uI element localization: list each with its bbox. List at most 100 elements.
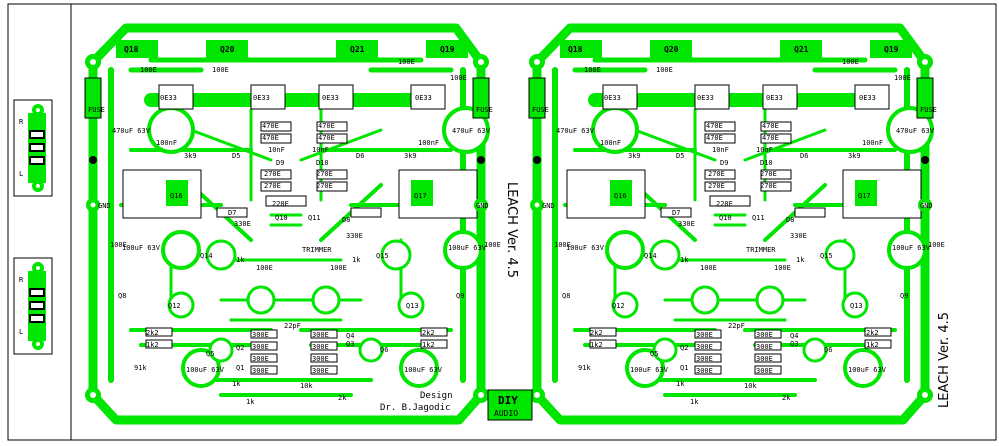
label-d6-r: D6 [800, 152, 808, 160]
label-q2: Q2 [236, 344, 244, 352]
label-470e-3-r: 470E [762, 122, 779, 130]
label-q1: Q1 [236, 364, 244, 372]
label-0e33-b-r: 0E33 [697, 94, 714, 102]
label-cap470-right: 470uF 63V [452, 127, 491, 135]
label-91k: 91k [134, 364, 147, 372]
label-100e-4-r: 100E [928, 241, 945, 249]
label-q8: Q8 [118, 292, 126, 300]
label-10nf-1: 10nF [268, 146, 285, 154]
label-1k2-left-r: 1k2 [590, 341, 603, 349]
label-220e: 220E [272, 200, 289, 208]
label-3k9-right-r: 3k9 [848, 152, 861, 160]
label-100nf-right-r: 100nF [862, 139, 883, 147]
label-top-res-3: 100E [398, 58, 415, 66]
label-330e-2: 330E [346, 232, 363, 240]
label-100nf-right: 100nF [418, 139, 439, 147]
connector-top-label-l: L [19, 170, 23, 178]
label-q14-r: Q14 [644, 252, 657, 260]
label-top-res-1-r: 100E [584, 66, 601, 74]
label-d7-r: D7 [672, 209, 680, 217]
label-fuse-right: FUSE [476, 106, 493, 114]
channel-right [529, 28, 933, 420]
label-q15: Q15 [376, 252, 389, 260]
label-d10-r: D10 [760, 159, 773, 167]
label-10k: 10k [300, 382, 313, 390]
leach-version-text: LEACH Ver. 4.5 [504, 182, 519, 278]
label-2k2-left-r: 2k2 [590, 329, 603, 337]
label-trimmer: TRIMMER [302, 246, 332, 254]
label-cap100u-1: 100uF 63V [122, 244, 161, 252]
label-300e-2-r: 300E [696, 343, 713, 351]
label-q6: Q6 [380, 346, 388, 354]
label-top-res-2-r: 100E [656, 66, 673, 74]
label-top-res-1: 100E [140, 66, 157, 74]
label-100e-2: 100E [330, 264, 347, 272]
label-q9: Q9 [456, 292, 464, 300]
label-270e-1: 270E [264, 170, 281, 178]
label-top-res-2: 100E [212, 66, 229, 74]
design-label: Design [420, 391, 453, 401]
label-300e-7-r: 300E [756, 355, 773, 363]
label-q13-r: Q13 [850, 302, 863, 310]
label-0e33-c-r: 0E33 [766, 94, 783, 102]
label-q10: Q10 [275, 214, 288, 222]
label-q20: Q20 [220, 45, 235, 54]
label-fuse-right-r: FUSE [920, 106, 937, 114]
label-trimmer-r: TRIMMER [746, 246, 776, 254]
label-1k-1: 1k [236, 256, 245, 264]
label-300e-8: 300E [312, 367, 329, 375]
label-q16: Q16 [170, 192, 183, 200]
label-d5: D5 [232, 152, 240, 160]
label-q1-r: Q1 [680, 364, 688, 372]
label-q11-r: Q11 [752, 214, 765, 222]
label-1k2-right: 1k2 [422, 341, 435, 349]
leach-version-text-right: LEACH Ver. 4.5 [937, 312, 952, 408]
label-q3: Q3 [346, 340, 354, 348]
connector-bottom-label-l: L [19, 328, 23, 336]
label-10nf-1-r: 10nF [712, 146, 729, 154]
label-q21: Q21 [350, 45, 365, 54]
label-q11: Q11 [308, 214, 321, 222]
label-0e33-a: 0E33 [160, 94, 177, 102]
label-2k2-right: 2k2 [422, 329, 435, 337]
label-q4-r: Q4 [790, 332, 798, 340]
label-1k-lower-2: 1k [246, 398, 255, 406]
label-cap470-right-r: 470uF 63V [896, 127, 935, 135]
label-300e-8-r: 300E [756, 367, 773, 375]
label-270e-1-r: 270E [708, 170, 725, 178]
label-470e-4-r: 470E [762, 134, 779, 142]
label-q12-r: Q12 [612, 302, 625, 310]
label-q13: Q13 [406, 302, 419, 310]
label-100e-3-r: 100E [554, 241, 571, 249]
label-q4: Q4 [346, 332, 354, 340]
label-470e-4: 470E [318, 134, 335, 142]
label-1k-lower-1: 1k [232, 380, 241, 388]
label-q18: Q18 [124, 45, 139, 54]
label-cap100u-4: 100uF 63V [404, 366, 443, 374]
label-470e-3: 470E [318, 122, 335, 130]
label-cap100u-2-r: 100uF 63V [892, 244, 931, 252]
label-2k2-left: 2k2 [146, 329, 159, 337]
label-100e-1: 100E [256, 264, 273, 272]
label-cap470-left-r: 470uF 63V [556, 127, 595, 135]
label-100nf-left-r: 100nF [600, 139, 621, 147]
label-3k9-left: 3k9 [184, 152, 197, 160]
label-470e-2-r: 470E [706, 134, 723, 142]
labels-right: Q18 Q20 Q21 Q19 100E 100E 100E 100E FUSE… [532, 45, 945, 406]
label-300e-7: 300E [312, 355, 329, 363]
label-cap100u-4-r: 100uF 63V [848, 366, 887, 374]
label-q15-r: Q15 [820, 252, 833, 260]
label-0e33-a-r: 0E33 [604, 94, 621, 102]
label-330e-1: 330E [234, 220, 251, 228]
label-100e-2-r: 100E [774, 264, 791, 272]
diy-audio-logo: DIY AUDIO [487, 389, 533, 421]
label-gnd-left-r: GND [542, 202, 555, 210]
channel-left [85, 28, 489, 420]
label-300e-4: 300E [252, 367, 269, 375]
label-2k: 2k [338, 394, 347, 402]
label-q9-r: Q9 [900, 292, 908, 300]
label-cap100u-1-r: 100uF 63V [566, 244, 605, 252]
label-q12: Q12 [168, 302, 181, 310]
label-q3-r: Q3 [790, 340, 798, 348]
